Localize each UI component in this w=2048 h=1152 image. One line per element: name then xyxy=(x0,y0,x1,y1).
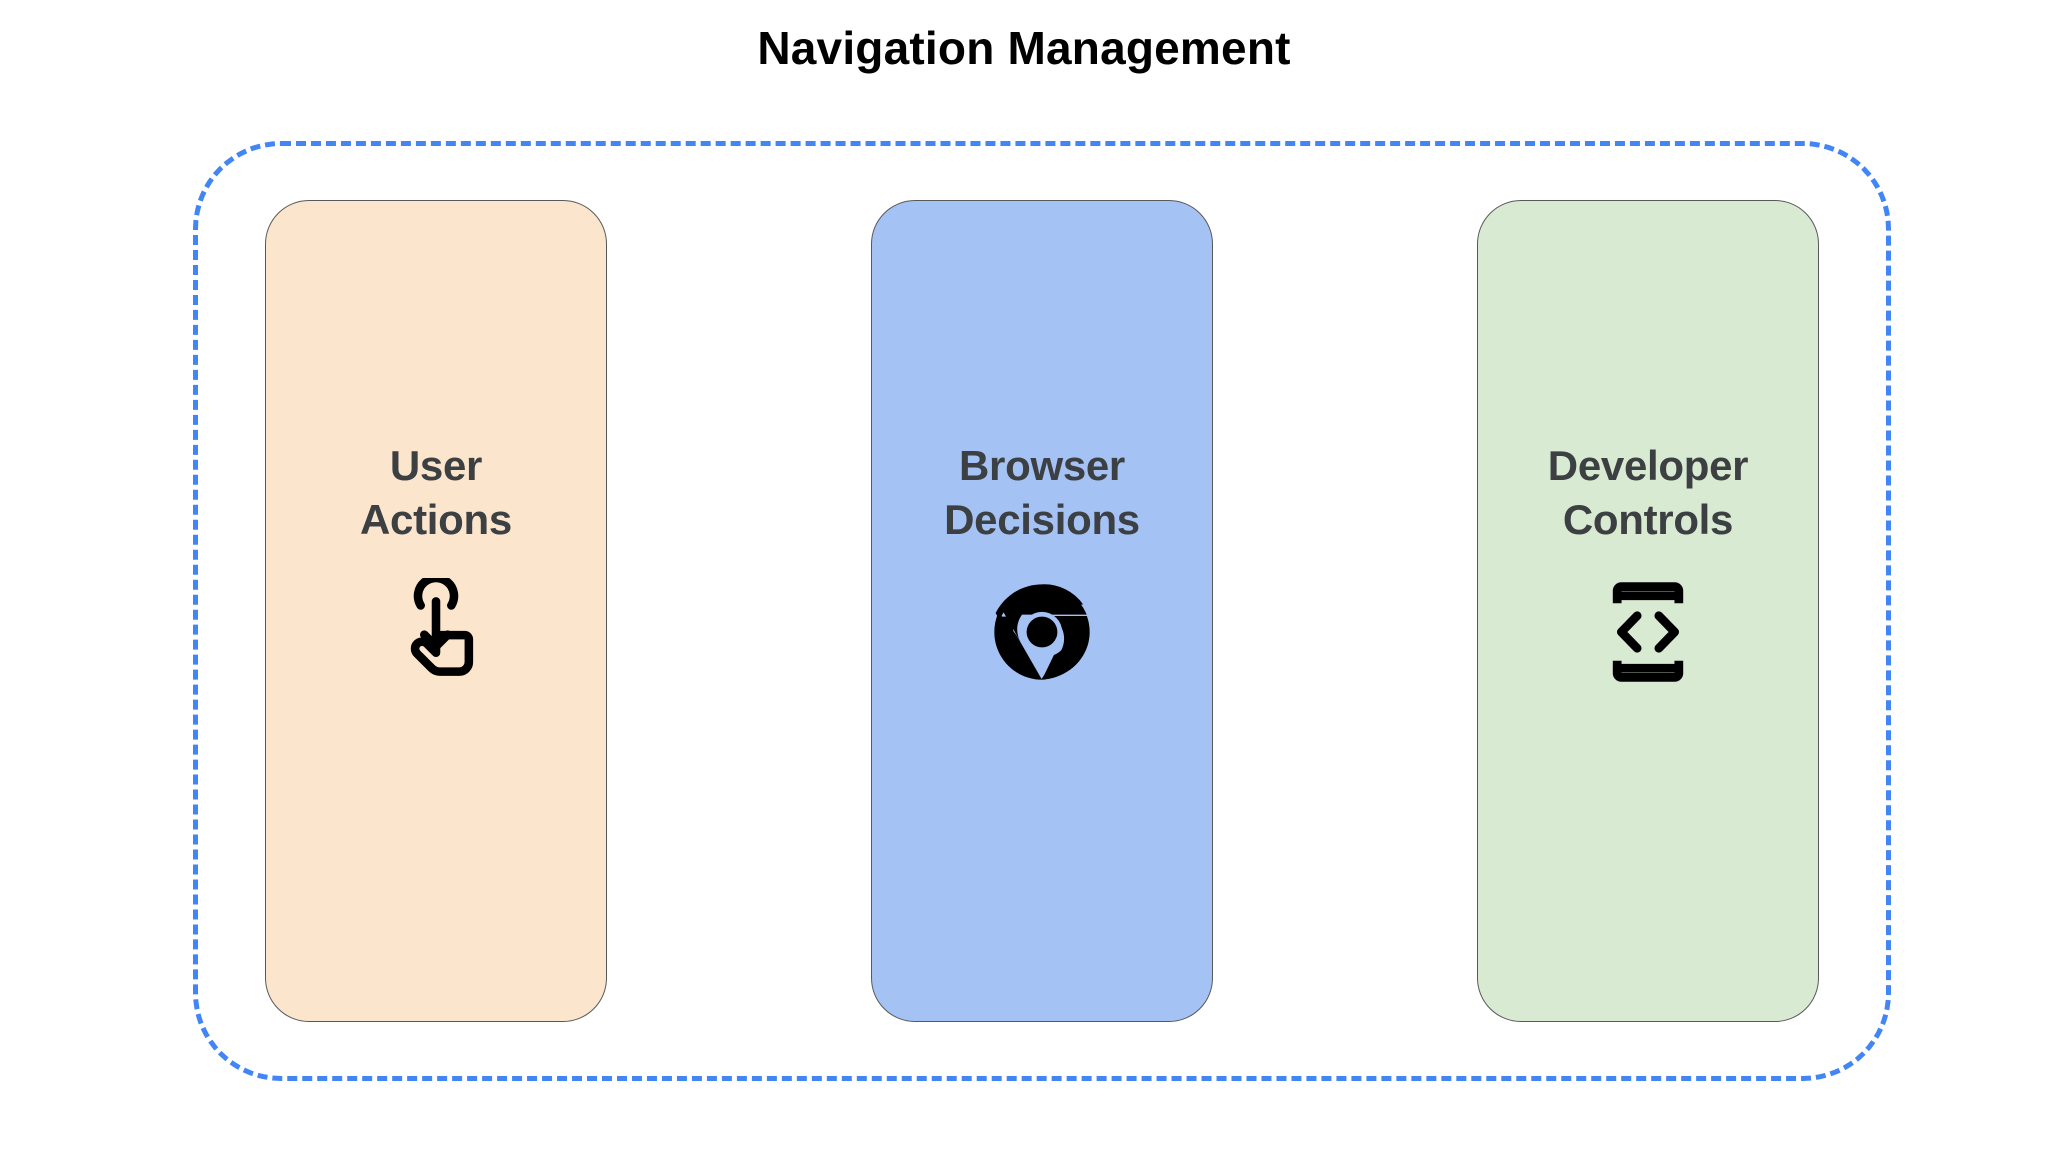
card-user-actions[interactable]: User Actions xyxy=(265,200,607,1022)
page-title: Navigation Management xyxy=(757,22,1291,74)
card-developer-controls[interactable]: Developer Controls xyxy=(1477,200,1819,1022)
card-label-user-actions: User Actions xyxy=(360,442,512,543)
chrome-browser-icon xyxy=(983,573,1101,691)
navigation-management-group-boundary xyxy=(193,141,1891,1081)
card-browser-decisions[interactable]: Browser Decisions xyxy=(871,200,1213,1022)
card-row: User Actions Browser Decisions xyxy=(193,141,1891,1081)
card-label-developer-controls: Developer Controls xyxy=(1547,442,1749,543)
touch-app-icon xyxy=(377,573,495,691)
card-label-browser-decisions: Browser Decisions xyxy=(944,442,1140,543)
developer-mode-icon xyxy=(1589,573,1707,691)
